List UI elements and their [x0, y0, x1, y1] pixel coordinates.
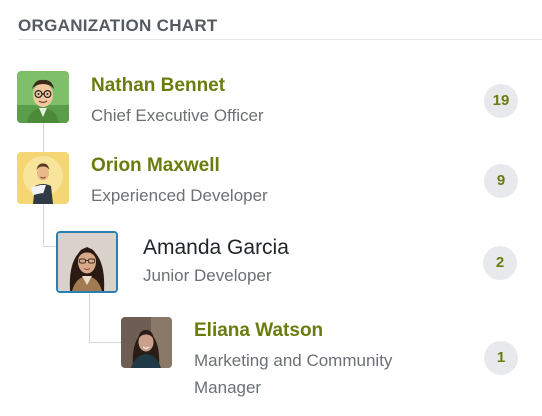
avatar-amanda-garcia[interactable]: [56, 231, 118, 293]
photo-avatar-icon: [58, 233, 116, 291]
subordinate-count-badge: 1: [484, 341, 518, 375]
header-divider: [18, 39, 542, 40]
tree-connector: [89, 294, 122, 343]
person-role: Chief Executive Officer: [91, 106, 264, 125]
cartoon-avatar-icon: [17, 152, 69, 204]
person-name-selected[interactable]: Amanda Garcia: [143, 236, 289, 259]
subordinate-count-badge: 9: [484, 164, 518, 198]
person-name-link[interactable]: Orion Maxwell: [91, 155, 220, 176]
tree-connector: [43, 202, 58, 247]
person-role: Junior Developer: [143, 266, 272, 285]
avatar-nathan-bennet[interactable]: [17, 71, 69, 123]
subordinate-count-badge: 19: [484, 84, 518, 118]
person-role: Marketing and Community Manager: [194, 351, 393, 397]
person-role: Experienced Developer: [91, 186, 268, 205]
photo-avatar-icon: [121, 317, 172, 368]
cartoon-avatar-icon: [17, 71, 69, 123]
section-title: ORGANIZATION CHART: [18, 16, 218, 35]
person-name-link[interactable]: Nathan Bennet: [91, 75, 226, 96]
tree-connector: [43, 122, 44, 154]
person-name-link[interactable]: Eliana Watson: [194, 320, 324, 341]
avatar-orion-maxwell[interactable]: [17, 152, 69, 204]
subordinate-count-badge: 2: [483, 246, 517, 280]
avatar-eliana-watson[interactable]: [121, 317, 172, 368]
